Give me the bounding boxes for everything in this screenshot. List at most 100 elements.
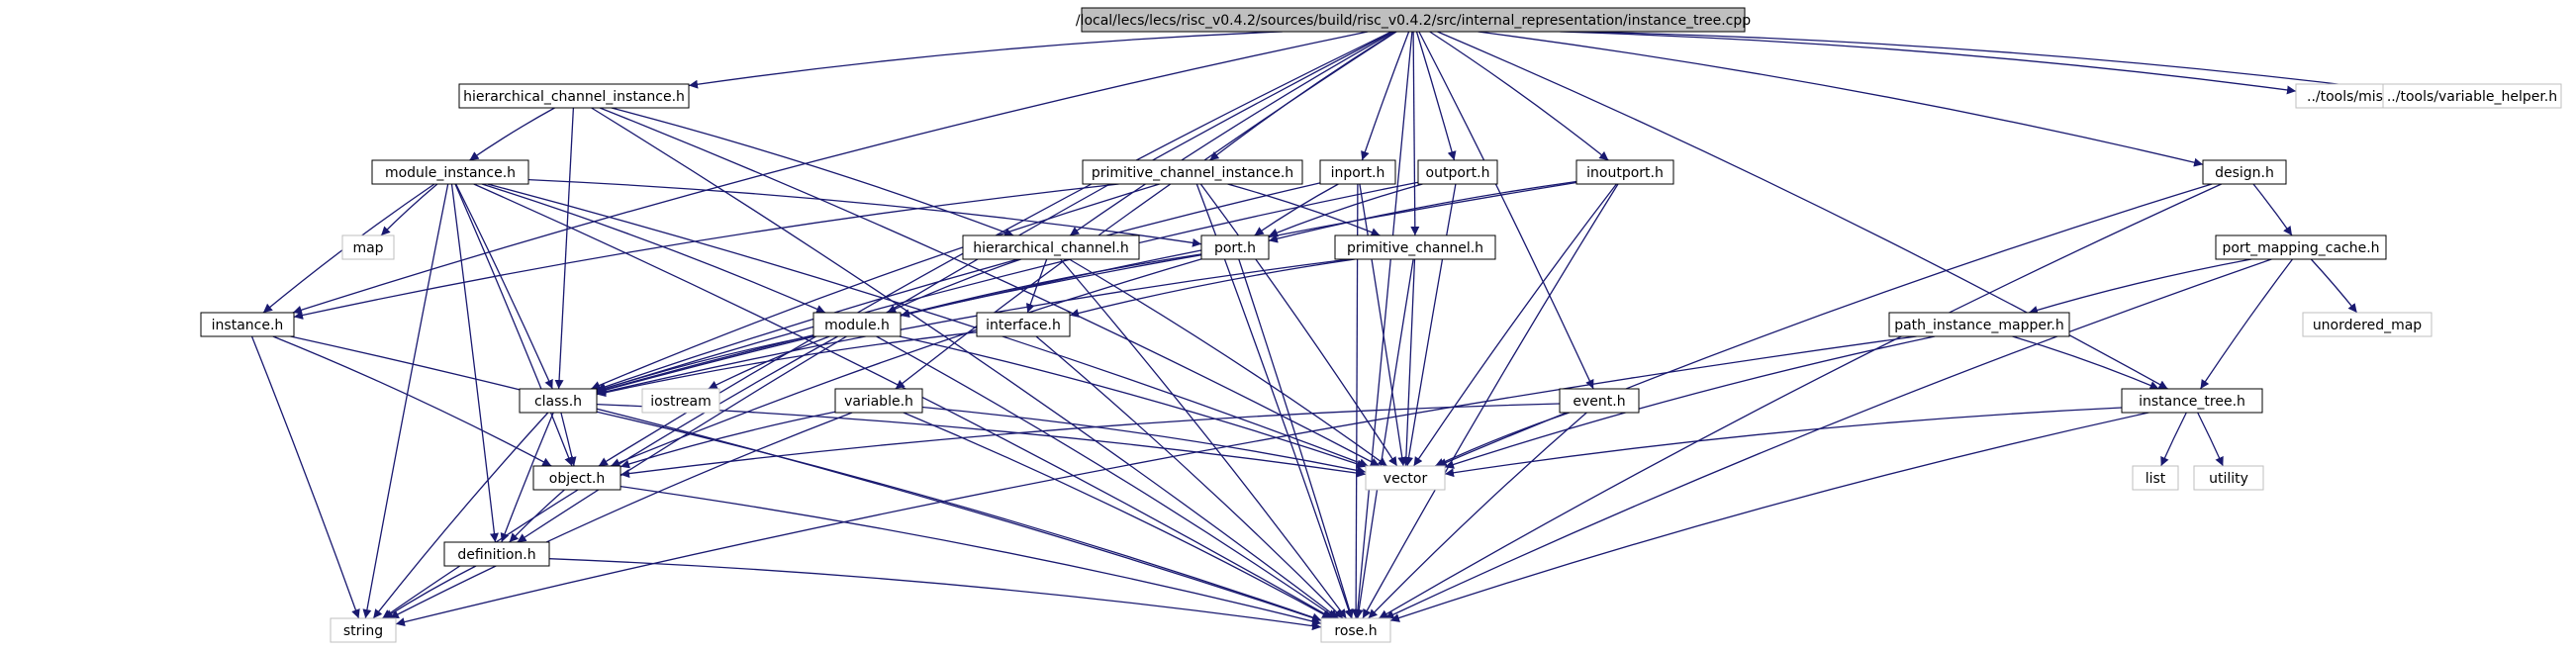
- node-box-pci: [1082, 159, 1303, 185]
- node-box-definition: [443, 541, 550, 567]
- edge-root-to-variable: [895, 31, 1397, 390]
- node-label-object: object.h: [549, 471, 605, 487]
- edge-object-to-rose: [620, 485, 1322, 626]
- edge-modinst-to-class: [455, 183, 553, 390]
- node-string: string: [330, 617, 397, 643]
- node-box-port: [1200, 234, 1270, 260]
- edge-instance-to-string: [250, 335, 360, 619]
- edge-event-to-object: [620, 403, 1561, 479]
- node-vector: vector: [1365, 465, 1446, 491]
- node-interface[interactable]: interface.h: [976, 312, 1071, 337]
- edge-port-to-rose: [1238, 258, 1354, 619]
- node-label-inoutport: inoutport.h: [1586, 165, 1664, 181]
- edge-pc-to-vector: [1401, 258, 1416, 467]
- node-box-rose: [1320, 617, 1391, 643]
- node-utility: utility: [2193, 465, 2264, 491]
- node-label-instance: instance.h: [212, 318, 284, 333]
- edge-variable-to-vector: [921, 406, 1367, 475]
- node-label-vector: vector: [1383, 471, 1428, 487]
- node-box-instance: [200, 312, 295, 337]
- edge-design-to-vector: [1437, 183, 2213, 467]
- node-list: list: [2132, 465, 2179, 491]
- node-box-hci: [458, 83, 690, 109]
- node-box-pc: [1334, 234, 1496, 260]
- edge-pmc-to-pim: [2028, 258, 2252, 315]
- node-object[interactable]: object.h: [532, 465, 621, 491]
- edge-hci-to-class: [554, 107, 575, 390]
- node-hci[interactable]: hierarchical_channel_instance.h: [458, 83, 690, 109]
- node-label-list: list: [2146, 471, 2166, 487]
- node-rose: rose.h: [1320, 617, 1391, 643]
- node-port[interactable]: port.h: [1200, 234, 1270, 260]
- node-class[interactable]: class.h: [519, 388, 598, 414]
- node-label-pmc: port_mapping_cache.h: [2222, 240, 2379, 256]
- edge-root-to-event: [1418, 31, 1594, 390]
- edge-inport-to-vector: [1359, 183, 1407, 467]
- dependency-nodes: /local/lecs/lecs/risc_v0.4.2/sources/bui…: [200, 7, 2562, 643]
- node-box-modinst: [371, 159, 529, 185]
- edge-modinst-to-vector: [487, 183, 1369, 468]
- edge-interface-to-rose: [1035, 335, 1344, 619]
- node-inport[interactable]: inport.h: [1319, 159, 1396, 185]
- edge-class-to-definition: [500, 412, 554, 543]
- node-event[interactable]: event.h: [1559, 388, 1640, 414]
- node-instance[interactable]: instance.h: [200, 312, 295, 337]
- edge-module-to-iostream: [708, 335, 830, 390]
- node-box-vector: [1365, 465, 1446, 491]
- node-root[interactable]: /local/lecs/lecs/risc_v0.4.2/sources/bui…: [1076, 7, 1751, 33]
- edge-hc-to-module: [886, 258, 1022, 314]
- node-pci[interactable]: primitive_channel_instance.h: [1082, 159, 1303, 185]
- node-label-pci: primitive_channel_instance.h: [1092, 165, 1293, 181]
- node-label-module: module.h: [824, 318, 890, 333]
- edge-itree-to-vector: [1444, 407, 2123, 478]
- node-definition[interactable]: definition.h: [443, 541, 550, 567]
- node-label-design: design.h: [2215, 165, 2274, 181]
- edge-outport-to-vector: [1404, 183, 1457, 467]
- edge-module-to-rose: [876, 335, 1337, 619]
- edge-modinst-to-port: [527, 178, 1202, 247]
- edge-definition-to-rose: [548, 558, 1322, 631]
- node-pmc[interactable]: port_mapping_cache.h: [2215, 234, 2387, 260]
- node-box-design: [2202, 159, 2287, 185]
- edge-pmc-to-itree: [2199, 258, 2294, 390]
- node-modinst[interactable]: module_instance.h: [371, 159, 529, 185]
- node-module[interactable]: module.h: [812, 312, 902, 337]
- edge-pmc-to-rose: [1384, 258, 2272, 619]
- node-design[interactable]: design.h: [2202, 159, 2287, 185]
- edge-root-to-inport: [1361, 31, 1410, 161]
- node-pc[interactable]: primitive_channel.h: [1334, 234, 1496, 260]
- node-pim[interactable]: path_instance_mapper.h: [1888, 312, 2070, 337]
- node-outport[interactable]: outport.h: [1417, 159, 1498, 185]
- edge-variable-to-object: [620, 411, 836, 469]
- edge-outport-to-port: [1268, 183, 1423, 237]
- node-box-inoutport: [1575, 159, 1674, 185]
- node-hc[interactable]: hierarchical_channel.h: [962, 234, 1140, 260]
- edge-inoutport-to-rose: [1362, 183, 1619, 619]
- edge-inoutport-to-port: [1268, 180, 1577, 243]
- node-label-string: string: [343, 623, 383, 639]
- node-label-hc: hierarchical_channel.h: [973, 240, 1129, 256]
- edge-itree-to-utility: [2197, 412, 2224, 467]
- node-box-inport: [1319, 159, 1396, 185]
- node-label-event: event.h: [1573, 394, 1625, 410]
- node-box-class: [519, 388, 598, 414]
- node-label-inport: inport.h: [1331, 165, 1385, 181]
- node-variable[interactable]: variable.h: [834, 388, 923, 414]
- node-label-varhelp: ../tools/variable_helper.h: [2387, 89, 2557, 105]
- edge-module-to-class: [596, 334, 814, 393]
- edge-root-to-design: [1478, 31, 2204, 167]
- edge-pim-to-itree: [2012, 335, 2159, 390]
- node-inoutport[interactable]: inoutport.h: [1575, 159, 1674, 185]
- edge-root-to-pc: [1410, 31, 1420, 236]
- edge-root-to-misc: [1560, 31, 2297, 95]
- edge-hci-to-modinst: [469, 107, 555, 161]
- edge-class-to-object: [560, 412, 577, 467]
- node-label-itree: instance_tree.h: [2139, 394, 2245, 410]
- node-itree[interactable]: instance_tree.h: [2121, 388, 2263, 414]
- edge-design-to-pmc: [2252, 183, 2293, 236]
- edge-hci-to-hc: [611, 107, 1014, 237]
- node-box-root: [1081, 7, 1746, 33]
- edge-pmc-to-umap: [2310, 258, 2358, 314]
- node-label-definition: definition.h: [457, 547, 535, 563]
